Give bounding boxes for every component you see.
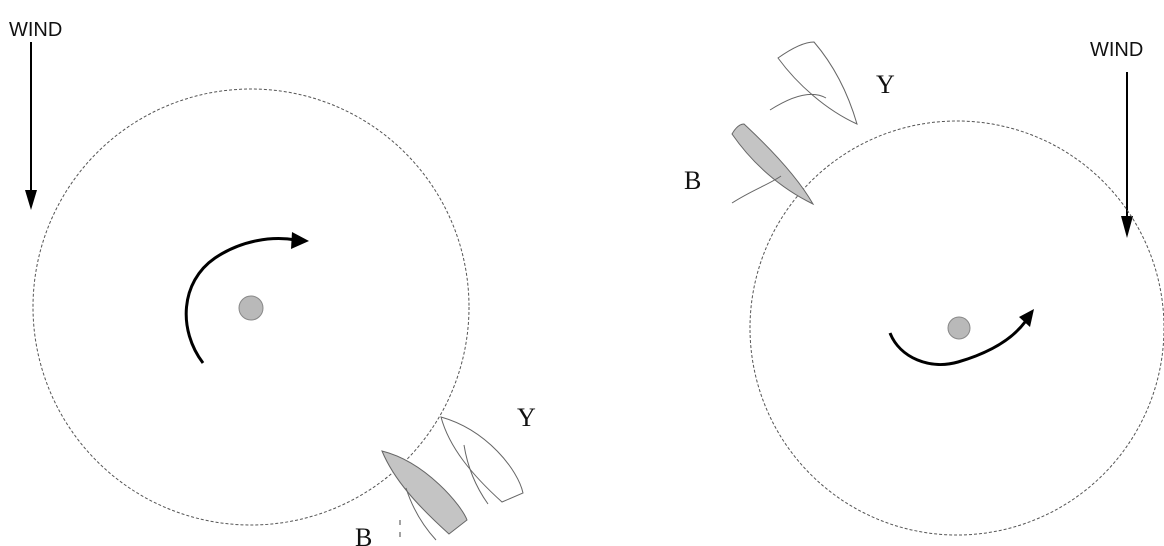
boat-b-label-left: B	[355, 523, 372, 546]
wind-label-right: WIND	[1090, 39, 1143, 61]
zone-circle-right	[749, 120, 1164, 536]
boat-y-label-right: Y	[876, 70, 895, 99]
zone-circle-left	[32, 88, 470, 526]
wind-arrow-right	[1121, 72, 1133, 238]
boat-b-right	[731, 123, 815, 206]
mark-left	[238, 295, 264, 321]
boat-y-label-left: Y	[517, 403, 536, 432]
boat-y-left	[440, 416, 524, 505]
boat-b-label-right: B	[684, 166, 701, 195]
boat-y-right	[769, 41, 858, 125]
right-diagram: WIND Y B	[684, 39, 1164, 536]
boat-b-left	[381, 450, 468, 541]
wind-label-left: WIND	[9, 19, 62, 41]
wind-arrow-left	[25, 42, 37, 210]
rounding-arrow-right	[888, 309, 1034, 366]
mark-right	[947, 316, 971, 340]
left-diagram: WIND Y B	[9, 19, 536, 546]
rounding-arrow-left	[184, 232, 309, 364]
